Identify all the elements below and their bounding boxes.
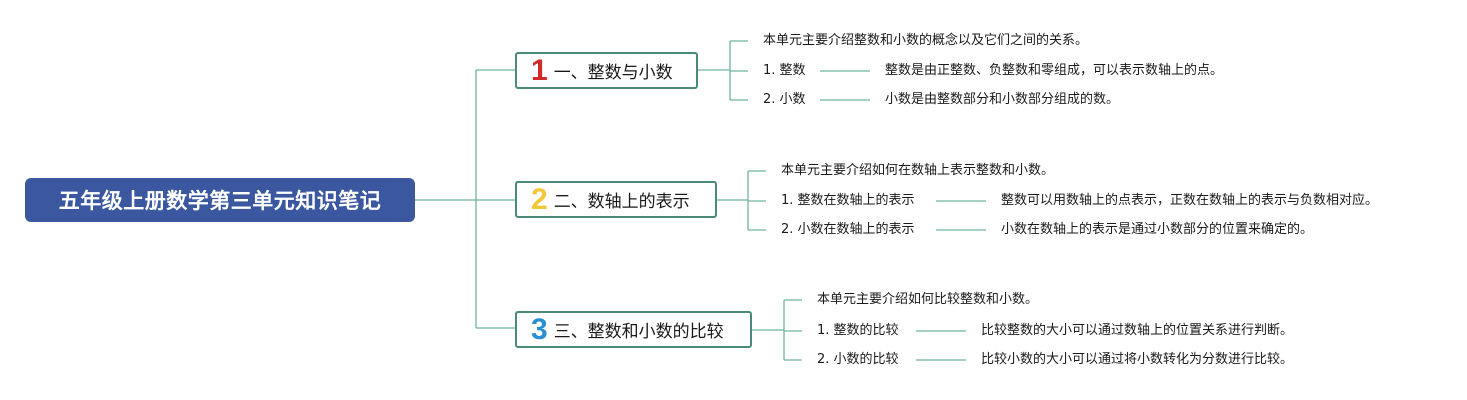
branch-title-1: 一、整数与小数 [553, 63, 673, 83]
branch-title-2: 二、数轴上的表示 [553, 192, 690, 212]
branch-1-item-1-label[interactable]: 1. 整数 [763, 63, 806, 78]
branch-1-intro[interactable]: 本单元主要介绍整数和小数的概念以及它们之间的关系。 [763, 33, 1089, 48]
root-title: 五年级上册数学第三单元知识笔记 [58, 189, 382, 213]
branch-1-item-1-desc[interactable]: 整数是由正整数、负整数和零组成，可以表示数轴上的点。 [885, 63, 1224, 78]
branch-3-item-2-label[interactable]: 2. 小数的比较 [817, 352, 899, 367]
branch-3-intro[interactable]: 本单元主要介绍如何比较整数和小数。 [817, 292, 1039, 307]
branch-2-intro[interactable]: 本单元主要介绍如何在数轴上表示整数和小数。 [781, 163, 1055, 178]
branch-3-item-1-desc[interactable]: 比较整数的大小可以通过数轴上的位置关系进行判断。 [981, 323, 1294, 338]
branch-2[interactable]: 2 二、数轴上的表示 [515, 181, 717, 218]
branch-3[interactable]: 3 三、整数和小数的比较 [515, 311, 752, 348]
branch-1-item-2-desc[interactable]: 小数是由整数部分和小数部分组成的数。 [885, 92, 1120, 107]
branch-1[interactable]: 1 一、整数与小数 [515, 52, 698, 89]
branch-2-item-1-desc[interactable]: 整数可以用数轴上的点表示，正数在数轴上的表示与负数相对应。 [1001, 193, 1379, 208]
branch-number-3: 3 [531, 312, 548, 346]
branch-3-item-1-label[interactable]: 1. 整数的比较 [817, 323, 899, 338]
branch-3-item-2-desc[interactable]: 比较小数的大小可以通过将小数转化为分数进行比较。 [981, 352, 1294, 367]
root-topic[interactable]: 五年级上册数学第三单元知识笔记 [25, 178, 415, 222]
branch-2-item-2-label[interactable]: 2. 小数在数轴上的表示 [781, 222, 915, 237]
branch-2-item-1-label[interactable]: 1. 整数在数轴上的表示 [781, 193, 915, 208]
branch-number-2: 2 [531, 182, 548, 216]
branch-number-1: 1 [531, 53, 548, 87]
branch-1-item-2-label[interactable]: 2. 小数 [763, 92, 806, 107]
branch-title-3: 三、整数和小数的比较 [553, 322, 724, 342]
branch-2-item-2-desc[interactable]: 小数在数轴上的表示是通过小数部分的位置来确定的。 [1001, 222, 1314, 237]
